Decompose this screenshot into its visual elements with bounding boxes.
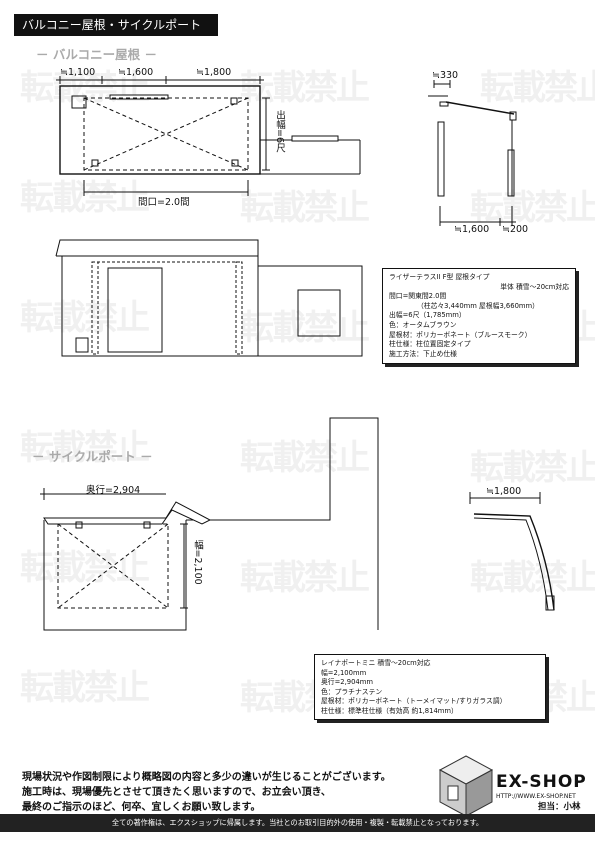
balcony-spec-box: ライザーテラスII F型 屋根タイプ 単体 積雪～20cm対応 間口=関東間2.… [382,268,576,364]
staff-label: 担当：小林 [538,802,581,812]
cycleport-side-view [469,492,555,611]
page-title: バルコニー屋根・サイクルポート [14,14,218,36]
dim-cycle-width: 幅=2,100 [192,540,203,585]
watermark-text: 転載禁止 [470,448,595,488]
spec-line: 色：プラチナステン [321,687,383,696]
note-line: 最終のご指示のほど、何卒、宜しくお願い致します。 [22,802,261,813]
logo-mark [438,755,494,817]
watermark-text: 転載禁止 [470,558,595,598]
spec-line: 施工方法：下止め仕様 [389,349,457,358]
spec-line: ライザーテラスII F型 屋根タイプ [389,273,490,281]
watermark-text: 転載禁止 [240,308,370,348]
spec-line: 色：オータムブラウン [389,320,457,329]
balcony-heading: － バルコニー屋根 － [36,47,157,62]
spec-line: 屋根材：ポリカーボネート（トーメイマット/すりガラス調） [321,697,507,706]
dim-1800: ≒1,800 [196,67,232,78]
spec-line: 柱仕様：標準柱仕様（有効高 約1,814mm） [321,706,458,715]
spec-line: 柱仕様：柱位置固定タイプ [389,340,471,349]
spec-line: 間口=関東間2.0間 [389,292,447,301]
watermark-text: 転載禁止 [240,438,370,478]
balcony-side-view [428,80,517,226]
logo-url: HTTP://WWW.EX-SHOP.NET [496,793,576,800]
watermark-text: 転載禁止 [20,178,150,218]
dim-1600: ≒1,600 [118,67,154,78]
watermark-text: 転載禁止 [20,668,150,708]
watermark-text: 転載禁止 [240,68,370,108]
dim-depth: 出幅=6尺 [274,110,285,153]
watermark-text: 転載禁止 [240,558,370,598]
balcony-plan [56,76,361,196]
watermark-text: 転載禁止 [480,68,595,108]
spec-line: （柱芯々3,440mm 屋根幅3,660mm） [417,301,539,310]
spec-line: 幅=2,100mm [321,668,367,677]
watermark-text: 転載禁止 [240,188,370,228]
dim-200: ≒200 [502,224,529,235]
dim-cycle-depth: 奥行=2,904 [86,485,141,496]
dim-330: ≒330 [432,70,459,81]
cycleport-plan [40,417,379,631]
dim-width: 間口=2.0間 [138,197,190,208]
dim-side-1600: ≒1,600 [454,224,490,235]
cycleport-spec-box: レイナポートミニ 積雪～20cm対応 幅=2,100mm 奥行=2,904mm … [314,654,546,720]
spec-line: 奥行=2,904mm [321,678,373,687]
notes: 現場状況や作図制限により概略図の内容と多少の違いが生じることがございます。 施工… [22,770,391,815]
dim-cycle-side-1800: ≒1,800 [486,486,522,497]
cycleport-heading: － サイクルポート － [32,449,153,464]
spec-line: 単体 積雪～20cm対応 [500,282,569,291]
spec-line: 屋根材：ポリカーボネート（ブルースモーク） [389,330,532,339]
copyright-footer: 全ての著作権は、エクスショップに帰属します。当社とのお取引目的外の使用・複製・転… [0,814,595,832]
dim-1100: ≒1,100 [60,67,96,78]
logo-brand: EX-SHOP [496,772,587,792]
note-line: 現場状況や作図制限により概略図の内容と多少の違いが生じることがございます。 [22,772,391,783]
watermark-text: 転載禁止 [20,428,150,468]
watermark-text: 転載禁止 [470,188,595,228]
balcony-elevation [55,239,363,357]
spec-line: レイナポートミニ 積雪～20cm対応 [321,659,431,667]
watermark-text: 転載禁止 [20,68,150,108]
watermark-text: 転載禁止 [20,298,150,338]
note-line: 施工時は、現場優先とさせて頂きたく思いますので、お立会い頂き、 [22,787,331,798]
spec-line: 出幅=6尺（1,785mm） [389,311,466,320]
